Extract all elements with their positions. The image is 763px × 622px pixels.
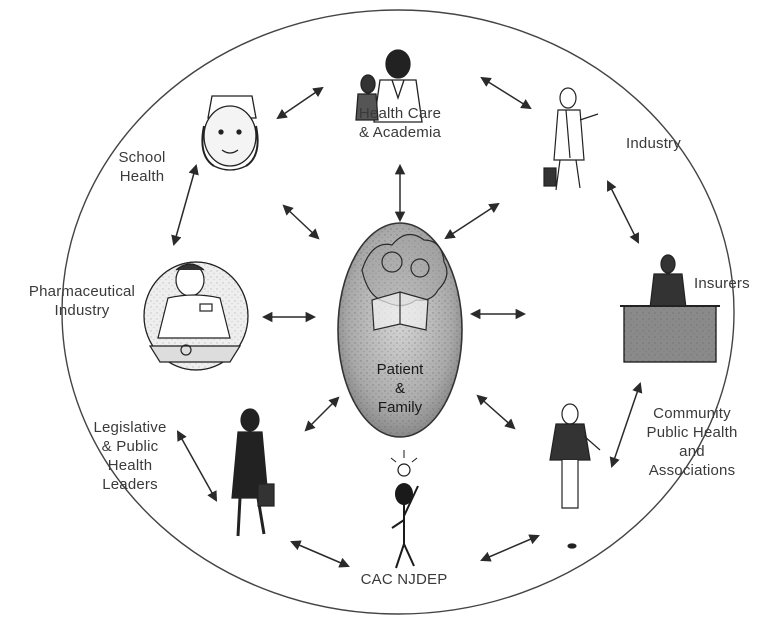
node-legislative-label: Legislative & Public Health Leaders	[74, 418, 186, 494]
businessman-figure	[544, 88, 598, 190]
pharmacist-figure	[144, 262, 248, 370]
legislative-line4: Leaders	[74, 475, 186, 494]
arrow-cac-legislative	[292, 542, 348, 566]
cac-line1: CAC NJDEP	[348, 570, 460, 589]
community-figure	[550, 404, 600, 548]
node-health-care-label: Health Care & Academia	[342, 104, 458, 142]
node-cac-label: CAC NJDEP	[348, 570, 460, 589]
legislator-figure	[232, 409, 274, 536]
center-label: Patient & Family	[350, 360, 450, 417]
arrow-center-upper-left	[284, 206, 318, 238]
legislative-line2: & Public	[74, 437, 186, 456]
arrow-community-cac	[482, 536, 538, 560]
legislative-line1: Legislative	[74, 418, 186, 437]
legislative-line3: Health	[74, 456, 186, 475]
center-line2: &	[350, 379, 450, 398]
community-line2: Public Health	[626, 423, 758, 442]
node-industry-label: Industry	[626, 134, 716, 153]
community-line4: Associations	[626, 461, 758, 480]
node-pharma-label: Pharmaceutical Industry	[8, 282, 156, 320]
node-insurers-label: Insurers	[694, 274, 760, 293]
arrow-center-upper-right	[446, 204, 498, 238]
node-community-label: Community Public Health and Associations	[626, 404, 758, 480]
health-care-line1: Health Care	[342, 104, 458, 123]
arrow-school-health-care	[278, 88, 322, 118]
school-line2: Health	[102, 167, 182, 186]
center-line1: Patient	[350, 360, 450, 379]
center-line3: Family	[350, 398, 450, 417]
arrow-center-lower-right	[478, 396, 514, 428]
arrow-health-care-industry	[482, 78, 530, 108]
node-school-label: School Health	[102, 148, 182, 186]
pharma-line1: Pharmaceutical	[8, 282, 156, 301]
industry-line1: Industry	[626, 134, 716, 153]
pharma-line2: Industry	[8, 301, 156, 320]
nurse-figure	[202, 96, 257, 170]
health-care-line2: & Academia	[342, 123, 458, 142]
community-line3: and	[626, 442, 758, 461]
idea-figure	[391, 450, 418, 568]
arrow-industry-insurers	[608, 182, 638, 242]
community-line1: Community	[626, 404, 758, 423]
arrow-center-lower-left	[306, 398, 338, 430]
insurer-figure	[620, 255, 720, 362]
insurers-line1: Insurers	[694, 274, 760, 293]
school-line1: School	[102, 148, 182, 167]
